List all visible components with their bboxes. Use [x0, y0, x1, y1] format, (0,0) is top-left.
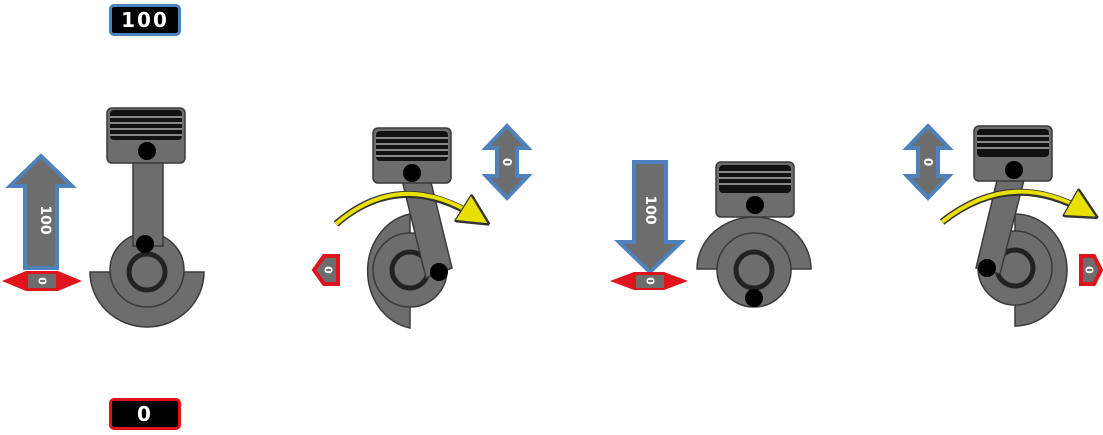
stage-3-vertical-force-label: 100	[642, 195, 658, 224]
stage-4-crank-pin	[978, 259, 996, 277]
stage-4-horizontal-force-arrow: 0	[1079, 254, 1103, 286]
stage-3-horizontal-force-arrow: 0	[610, 272, 688, 290]
stage-3-crankshaft-ring	[733, 249, 775, 291]
stage-3-horizontal-force-label: 0	[644, 277, 657, 285]
stage-1-connecting-rod	[132, 149, 164, 247]
stage-4-mechanism: 0 0	[902, 123, 1103, 327]
stage-4-piston	[973, 125, 1053, 182]
stage-2-piston-pin	[403, 164, 421, 182]
stage-3-crank-pin	[745, 289, 763, 307]
stage-1-piston	[106, 107, 186, 164]
bottom-badge-value: 0	[137, 402, 153, 426]
stage-3-vertical-force-arrow: 100	[614, 160, 686, 275]
top-badge-value: 100	[121, 8, 169, 32]
stage-4-vertical-force-label: 0	[921, 158, 935, 166]
stage-1-crankshaft-ring	[126, 251, 168, 293]
stage-2-piston	[372, 127, 452, 184]
top-dead-center-badge: 100	[109, 4, 181, 36]
stage-2-mechanism: 0 0	[311, 123, 533, 329]
stage-2-rotation-arrow	[334, 191, 476, 224]
stage-4-horizontal-force-label: 0	[1083, 266, 1096, 274]
stage-2-vertical-force-label: 0	[500, 158, 514, 166]
stage-1-vertical-force-arrow: 100	[5, 153, 77, 270]
stage-1-horizontal-force-label: 0	[36, 277, 49, 285]
stage-1-vertical-force-label: 100	[37, 205, 53, 234]
stage-4-vertical-force-arrow: 0	[902, 123, 954, 201]
stage-1-piston-pin	[138, 142, 156, 160]
bottom-dead-center-badge: 0	[109, 398, 181, 430]
stage-3-piston	[715, 161, 795, 218]
stage-4-piston-pin	[1005, 161, 1023, 179]
stage-1-mechanism: 100 0	[2, 107, 205, 328]
stage-2-vertical-force-arrow: 0	[481, 123, 533, 201]
stage-2-crank-pin	[430, 263, 448, 281]
stage-1-horizontal-force-arrow: 0	[2, 271, 82, 291]
stage-3-mechanism: 100 0	[610, 160, 812, 308]
stage-2-horizontal-force-label: 0	[322, 266, 335, 274]
stage-1-crank-pin	[136, 235, 154, 253]
stage-2-horizontal-force-arrow: 0	[311, 254, 340, 286]
stage-3-piston-pin	[746, 196, 764, 214]
stage-4-rotation-arrow	[940, 192, 1084, 224]
